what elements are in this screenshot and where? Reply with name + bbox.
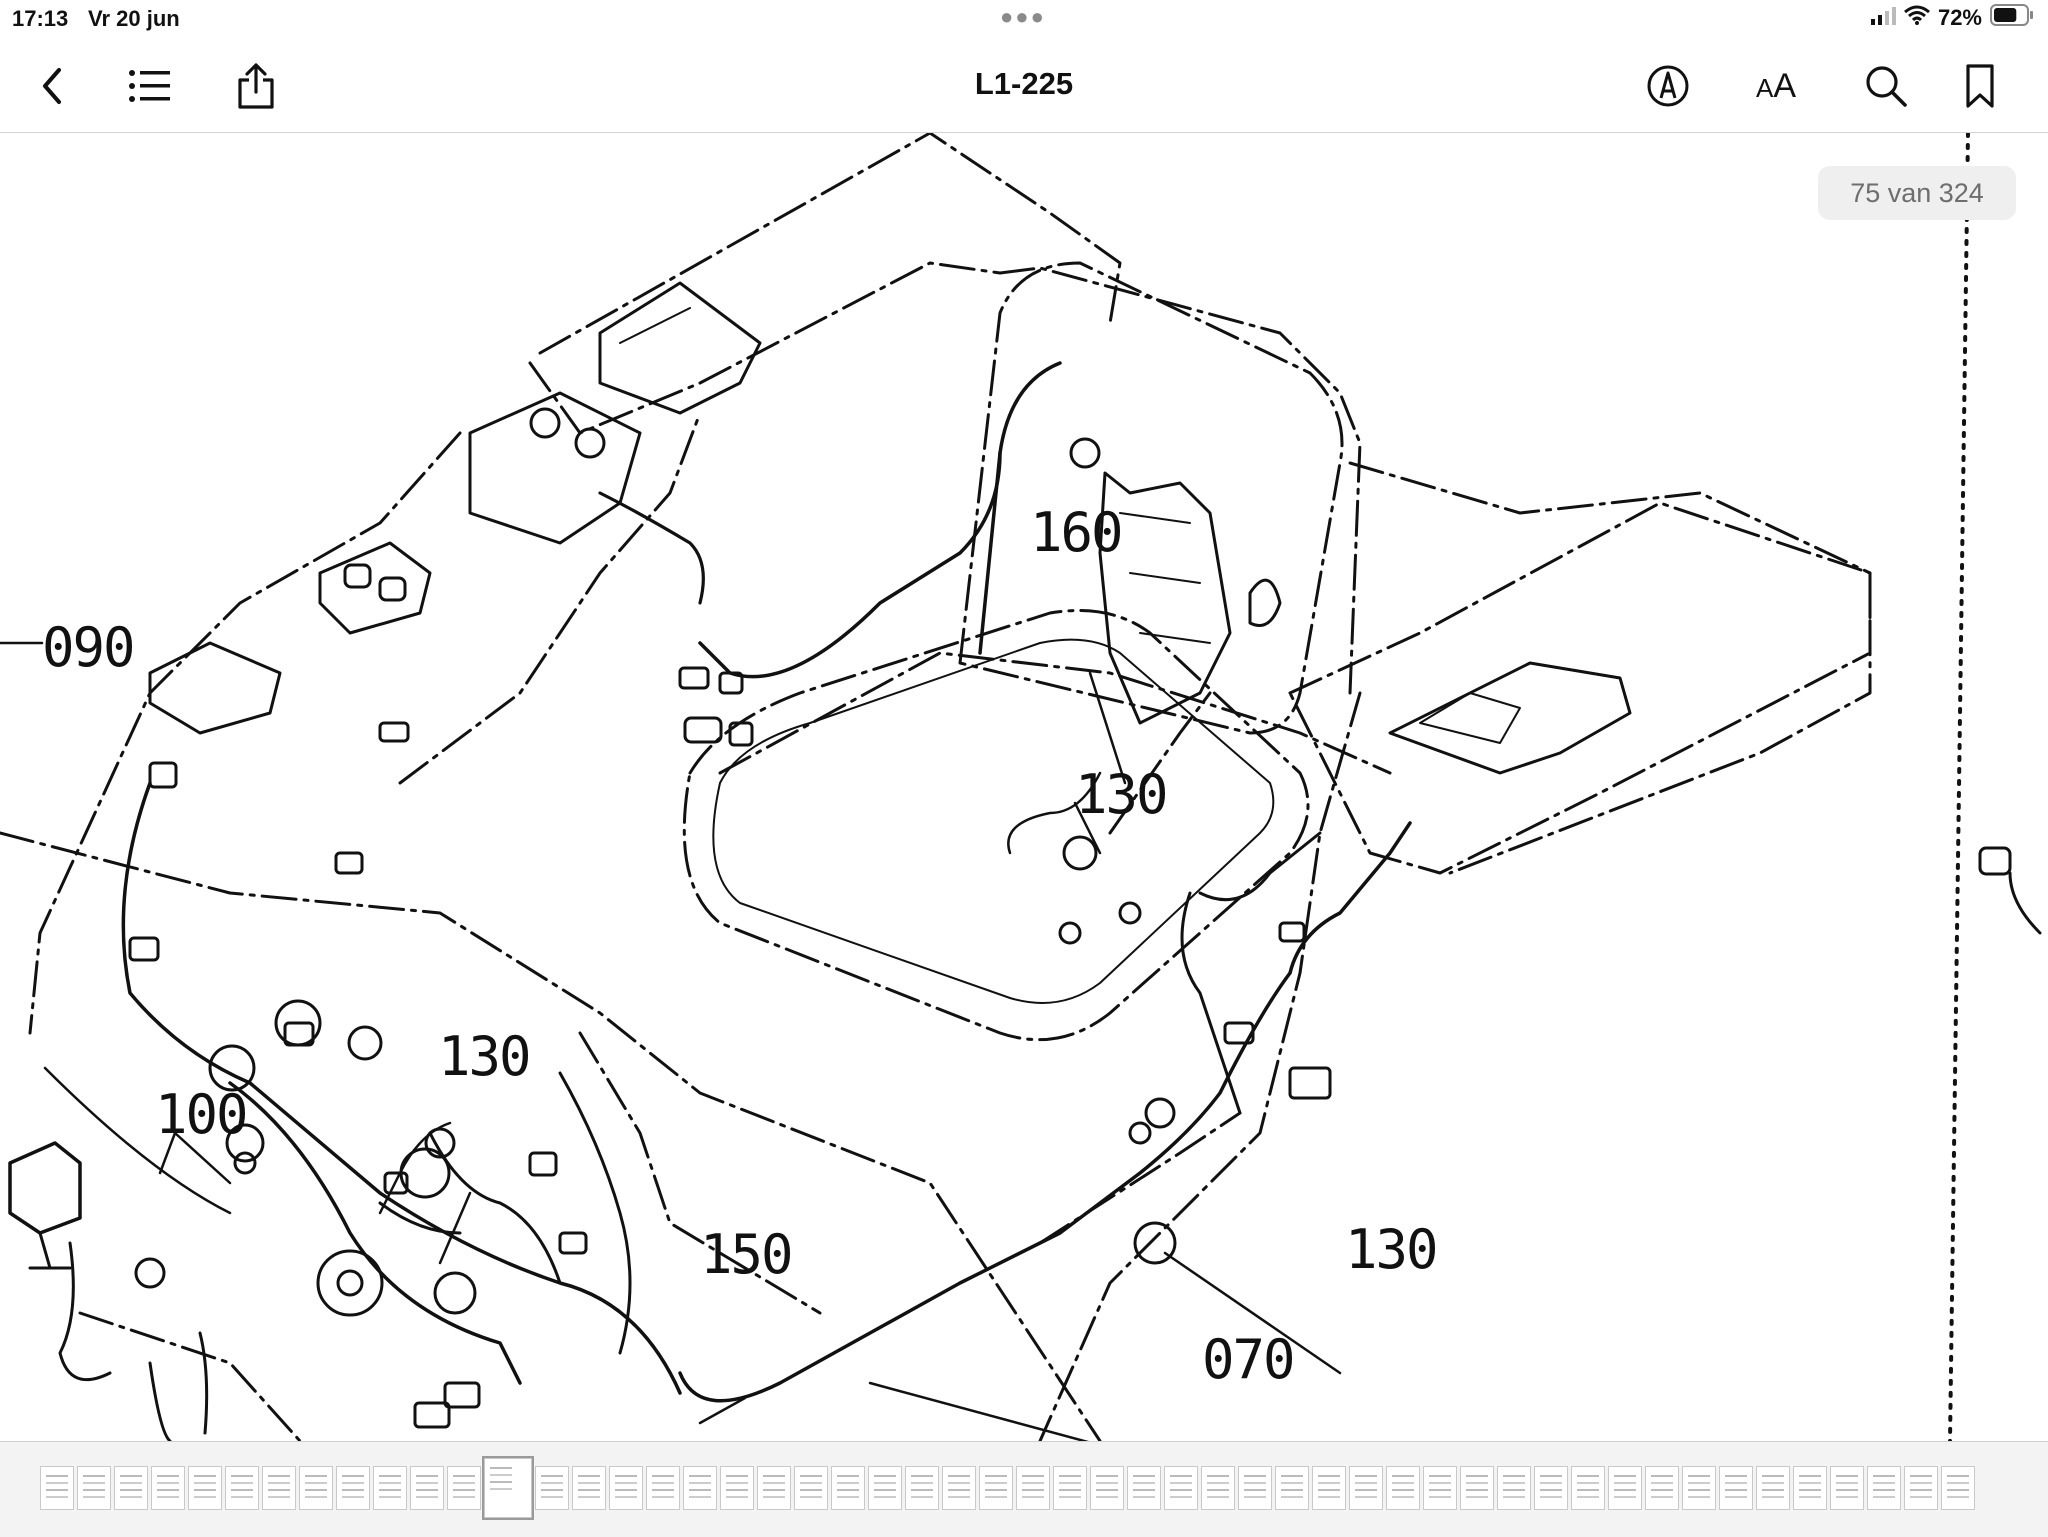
page-thumbnail[interactable] — [1201, 1466, 1235, 1510]
page-thumbnail[interactable] — [1793, 1466, 1827, 1510]
share-button[interactable] — [226, 56, 286, 116]
page-thumbnail[interactable] — [868, 1466, 902, 1510]
search-button[interactable] — [1856, 56, 1916, 116]
page-thumbnail[interactable] — [1534, 1466, 1568, 1510]
page-thumbnail[interactable] — [1090, 1466, 1124, 1510]
page-thumbnail[interactable] — [1312, 1466, 1346, 1510]
bookmark-button[interactable] — [1950, 56, 2010, 116]
cellular-signal-icon — [1870, 5, 1896, 31]
page-thumbnail[interactable] — [262, 1466, 296, 1510]
page-thumbnail[interactable] — [1016, 1466, 1050, 1510]
page-thumbnail[interactable] — [720, 1466, 754, 1510]
callout-150: 150 — [700, 1223, 794, 1286]
table-of-contents-button[interactable] — [120, 56, 180, 116]
callout-130-left: 130 — [438, 1025, 532, 1088]
callout-130-seat: 130 — [1075, 763, 1169, 826]
page-thumbnail[interactable] — [151, 1466, 185, 1510]
thumbnail-strip[interactable] — [40, 1456, 1975, 1520]
page-thumbnail[interactable] — [1867, 1466, 1901, 1510]
text-size-icon: AA — [1755, 66, 1797, 105]
page-thumbnail[interactable] — [447, 1466, 481, 1510]
page-thumbnail[interactable] — [1608, 1466, 1642, 1510]
page-thumbnail[interactable] — [188, 1466, 222, 1510]
page-thumbnail[interactable] — [794, 1466, 828, 1510]
status-bar: 17:13 Vr 20 jun ●●● 72% — [0, 0, 2048, 38]
callout-090: 090 — [42, 616, 136, 679]
page-thumbnail[interactable] — [905, 1466, 939, 1510]
page-thumbnail[interactable] — [1497, 1466, 1531, 1510]
page-thumbnail[interactable] — [1904, 1466, 1938, 1510]
document-toolbar: L1-225 AA — [0, 38, 2048, 133]
page-thumbnail[interactable] — [535, 1466, 569, 1510]
page-thumbnail[interactable] — [40, 1466, 74, 1510]
page-thumbnail[interactable] — [373, 1466, 407, 1510]
page-thumbnail[interactable] — [979, 1466, 1013, 1510]
battery-icon — [1990, 4, 2034, 32]
page-thumbnail[interactable] — [1164, 1466, 1198, 1510]
page-thumbnail[interactable] — [683, 1466, 717, 1510]
page-thumbnail[interactable] — [831, 1466, 865, 1510]
page-thumbnail[interactable] — [757, 1466, 791, 1510]
page-thumbnail[interactable] — [646, 1466, 680, 1510]
page-thumbnail[interactable] — [572, 1466, 606, 1510]
page-thumbnail[interactable] — [114, 1466, 148, 1510]
callout-160: 160 — [1030, 501, 1124, 564]
current-page-thumbnail[interactable] — [482, 1456, 534, 1520]
status-indicators: 72% — [1870, 4, 2034, 32]
page-thumbnail[interactable] — [1053, 1466, 1087, 1510]
back-chevron-icon — [43, 68, 61, 104]
wiring-harness-diagram — [0, 133, 2042, 1441]
back-button[interactable] — [22, 56, 82, 116]
callout-100: 100 — [155, 1083, 249, 1146]
page-thumbnail[interactable] — [942, 1466, 976, 1510]
page-thumbnail[interactable] — [1756, 1466, 1790, 1510]
page-thumbnail[interactable] — [77, 1466, 111, 1510]
status-time: 17:13 — [12, 6, 69, 31]
battery-percent: 72% — [1937, 5, 1982, 30]
multitasking-dots-icon[interactable]: ●●● — [1000, 4, 1046, 29]
page-thumbnail[interactable] — [1571, 1466, 1605, 1510]
list-icon — [129, 70, 170, 102]
page-thumbnail[interactable] — [410, 1466, 444, 1510]
page-thumbnail[interactable] — [1682, 1466, 1716, 1510]
markup-icon — [1647, 65, 1689, 107]
wifi-icon — [1903, 5, 1930, 31]
page-thumbnail[interactable] — [299, 1466, 333, 1510]
document-title: L1-225 — [974, 66, 1074, 101]
bookmark-icon — [1966, 64, 1994, 108]
page-thumbnail-bar — [0, 1441, 2048, 1537]
page-thumbnail[interactable] — [609, 1466, 643, 1510]
search-icon — [1866, 66, 1907, 107]
page-thumbnail[interactable] — [1238, 1466, 1272, 1510]
callout-130-right: 130 — [1345, 1218, 1439, 1281]
page-thumbnail[interactable] — [336, 1466, 370, 1510]
page-indicator: 75 van 324 — [1818, 166, 2016, 220]
page-thumbnail[interactable] — [1386, 1466, 1420, 1510]
callout-070: 070 — [1202, 1328, 1296, 1391]
text-size-button[interactable]: AA — [1746, 56, 1806, 116]
page-thumbnail[interactable] — [1719, 1466, 1753, 1510]
page-thumbnail[interactable] — [1423, 1466, 1457, 1510]
page-thumbnail[interactable] — [1460, 1466, 1494, 1510]
page-thumbnail[interactable] — [1645, 1466, 1679, 1510]
page-thumbnail[interactable] — [1275, 1466, 1309, 1510]
markup-button[interactable] — [1638, 56, 1698, 116]
share-icon — [238, 63, 274, 109]
page-thumbnail[interactable] — [1127, 1466, 1161, 1510]
page-thumbnail[interactable] — [1830, 1466, 1864, 1510]
document-page[interactable]: 090 160 130 130 130 100 150 070 — [0, 133, 2048, 1441]
status-date: Vr 20 jun — [88, 6, 180, 31]
page-thumbnail[interactable] — [225, 1466, 259, 1510]
page-thumbnail[interactable] — [1941, 1466, 1975, 1510]
page-thumbnail[interactable] — [1349, 1466, 1383, 1510]
